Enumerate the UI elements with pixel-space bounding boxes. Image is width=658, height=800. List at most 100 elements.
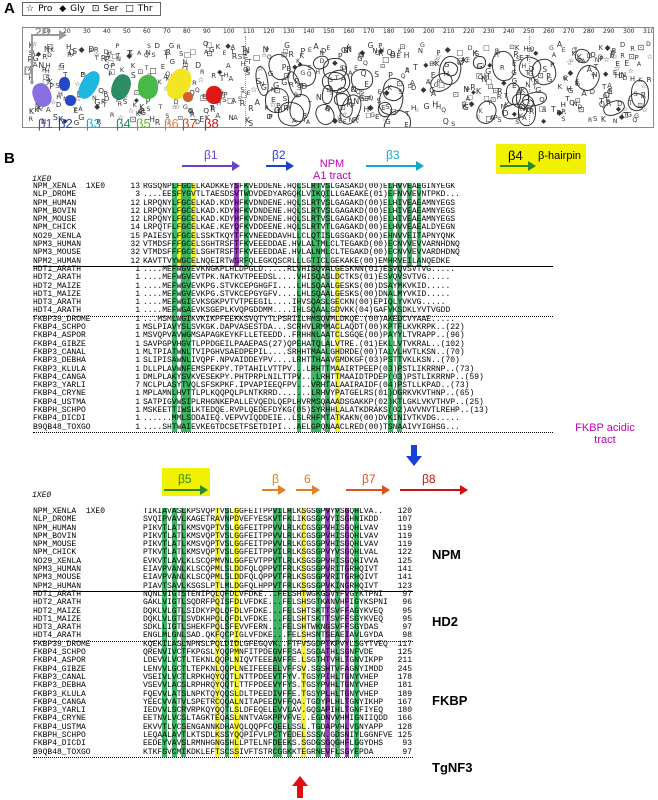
residue-symbol: G bbox=[423, 102, 430, 112]
residue-symbol: S bbox=[151, 51, 156, 59]
residue-symbol: ◆ bbox=[36, 50, 42, 59]
residue-symbol: Q bbox=[306, 70, 312, 78]
tick-label: 200 bbox=[423, 28, 435, 35]
residue-symbol: G bbox=[359, 94, 364, 102]
residue-symbol: □ bbox=[538, 103, 547, 113]
residue-symbol: ⊡ bbox=[137, 67, 144, 76]
residue-symbol: ⊡ bbox=[206, 48, 214, 58]
residue-symbol: R bbox=[497, 86, 503, 96]
residue-symbol: □ bbox=[184, 49, 192, 59]
sequence-name: FKBP3_CANAL bbox=[33, 673, 125, 682]
residue-symbol: R bbox=[550, 60, 556, 70]
sequence-name: B9QB48_TOXGO bbox=[33, 423, 125, 432]
tick-label: 50 bbox=[123, 28, 131, 35]
residue-symbol: A bbox=[586, 64, 592, 74]
end-position: 211 bbox=[397, 656, 412, 666]
residue-symbol: ◆ bbox=[217, 67, 223, 76]
residue-symbol: E bbox=[364, 80, 370, 90]
residue-symbol: K bbox=[34, 105, 40, 115]
start-position: 1 bbox=[135, 339, 140, 349]
residue-symbol: A bbox=[137, 49, 142, 57]
residue-symbol: R bbox=[211, 71, 217, 80]
residue-symbol: T bbox=[356, 114, 360, 122]
residue-symbol: ⊡ bbox=[399, 42, 406, 52]
residue-symbol: D bbox=[266, 112, 273, 122]
npm-a1-tract-label: NPM A1 tract bbox=[313, 158, 351, 182]
residue-symbol: G bbox=[527, 69, 534, 78]
start-position: 1 bbox=[135, 406, 140, 416]
residue-symbol: E bbox=[605, 96, 610, 105]
residue-symbol: G bbox=[78, 112, 85, 122]
tick-label: 150 bbox=[323, 28, 335, 35]
residue-symbol: G bbox=[59, 62, 65, 71]
residue-symbol: T bbox=[525, 68, 530, 78]
sequence-name-text: NLP_DROME bbox=[33, 515, 77, 525]
residue-symbol: P bbox=[88, 47, 93, 56]
residue-symbol: S bbox=[122, 96, 128, 106]
residue-symbol: Q bbox=[202, 40, 209, 48]
residue-symbol: N bbox=[500, 103, 506, 112]
end-position: 125 bbox=[397, 556, 412, 566]
residue-symbol: Q bbox=[98, 86, 105, 96]
aligned-sequence: FQEVVLATSLNPKTQYQQSLDLTPEEDIVFFE.TGSYPLH… bbox=[143, 689, 379, 699]
ss-beta6a-arrow bbox=[262, 489, 280, 491]
end-position: 97 bbox=[402, 589, 412, 599]
residue-symbol: A bbox=[254, 97, 261, 107]
residue-symbol: T bbox=[219, 74, 225, 84]
residue-symbol: ◆ bbox=[471, 89, 476, 97]
residue-symbol-field: GGP☆☆KTQKRNEPKSAGDDHREDPGKS☆KRGT□PGG◆TKG… bbox=[23, 38, 653, 127]
residue-symbol: N bbox=[519, 104, 526, 114]
residue-symbol: □ bbox=[42, 77, 49, 86]
residue-symbol: D bbox=[47, 52, 52, 60]
residue-symbol: A bbox=[230, 43, 235, 51]
end-position: 119 bbox=[397, 523, 412, 533]
end-position: 123 bbox=[397, 581, 412, 591]
aligned-sequence: EIAVPVANLKLSCQPMLSLDDFQLQPPVTFRLKSGSGPVR… bbox=[143, 565, 379, 575]
strand-label-b8: β8 bbox=[204, 116, 219, 131]
residue-symbol: G bbox=[511, 67, 517, 77]
conserved-column-highlight bbox=[181, 183, 191, 432]
bottom-ss-track: β5 β 6 β7 β8 bbox=[150, 468, 490, 506]
aligned-sequence: SLIPISAWNLIVQPF.NPVAIDDEYPV....LRHTTHAAV… bbox=[143, 356, 460, 366]
strand-label-row: β1 β2 β3 β4 β5 β6 β7 β8 bbox=[38, 116, 238, 134]
residue-symbol: ◆ bbox=[487, 61, 493, 70]
residue-symbol: H bbox=[461, 102, 467, 111]
residue-symbol: ☆ bbox=[622, 105, 628, 114]
residue-symbol: ◆ bbox=[511, 109, 517, 118]
residue-symbol: G bbox=[340, 46, 347, 56]
sequence-name: NO29_XENLA bbox=[33, 557, 125, 566]
residue-symbol: S bbox=[633, 89, 638, 98]
sequence-name-text: HDT1_MAIZE bbox=[33, 614, 82, 624]
ss-beta8-arrow bbox=[400, 489, 462, 491]
residue-symbol: □ bbox=[240, 91, 248, 100]
residue-symbol: R bbox=[605, 98, 612, 108]
residue-symbol: P bbox=[145, 96, 151, 106]
sequence-name: NPM_XENLA 1XE0 bbox=[33, 182, 125, 191]
aligned-sequence: SATPIGVWSIPLRHGNKEPALLEVQEDLQEPLHVRMSQAA… bbox=[143, 397, 484, 407]
residue-symbol: S bbox=[237, 95, 242, 103]
start-position: 1 bbox=[135, 356, 140, 366]
sequence-name-text: FKBP4_CANGA bbox=[33, 372, 86, 382]
residue-symbol: T bbox=[73, 107, 77, 115]
residue-symbol: R bbox=[640, 90, 647, 100]
residue-symbol: N bbox=[182, 59, 188, 67]
residue-symbol: A bbox=[404, 66, 410, 75]
residue-symbol: R bbox=[93, 46, 99, 54]
legend-gly-icon: ◆ bbox=[59, 4, 67, 14]
residue-symbol: □ bbox=[621, 109, 629, 119]
residue-symbol: K bbox=[299, 51, 305, 61]
residue-symbol: Q bbox=[529, 44, 535, 53]
residue-symbol: ☆ bbox=[338, 89, 345, 98]
sequence-name-text: HDT4_ARATH bbox=[33, 631, 82, 641]
sequence-name: NLP_DROME bbox=[33, 191, 125, 199]
residue-symbol: Q bbox=[400, 72, 406, 80]
end-position: 97 bbox=[402, 747, 412, 757]
ss-beta6b-arrow bbox=[296, 489, 314, 491]
residue-symbol: N bbox=[315, 92, 322, 102]
ss-beta8-label: β8 bbox=[422, 472, 436, 486]
residue-symbol: P bbox=[634, 54, 639, 63]
residue-symbol: T bbox=[334, 73, 339, 82]
top-ref-structure-id: 1XE0 bbox=[32, 175, 52, 184]
cluster-outline bbox=[517, 98, 538, 126]
conserved-column-highlight bbox=[325, 183, 331, 432]
